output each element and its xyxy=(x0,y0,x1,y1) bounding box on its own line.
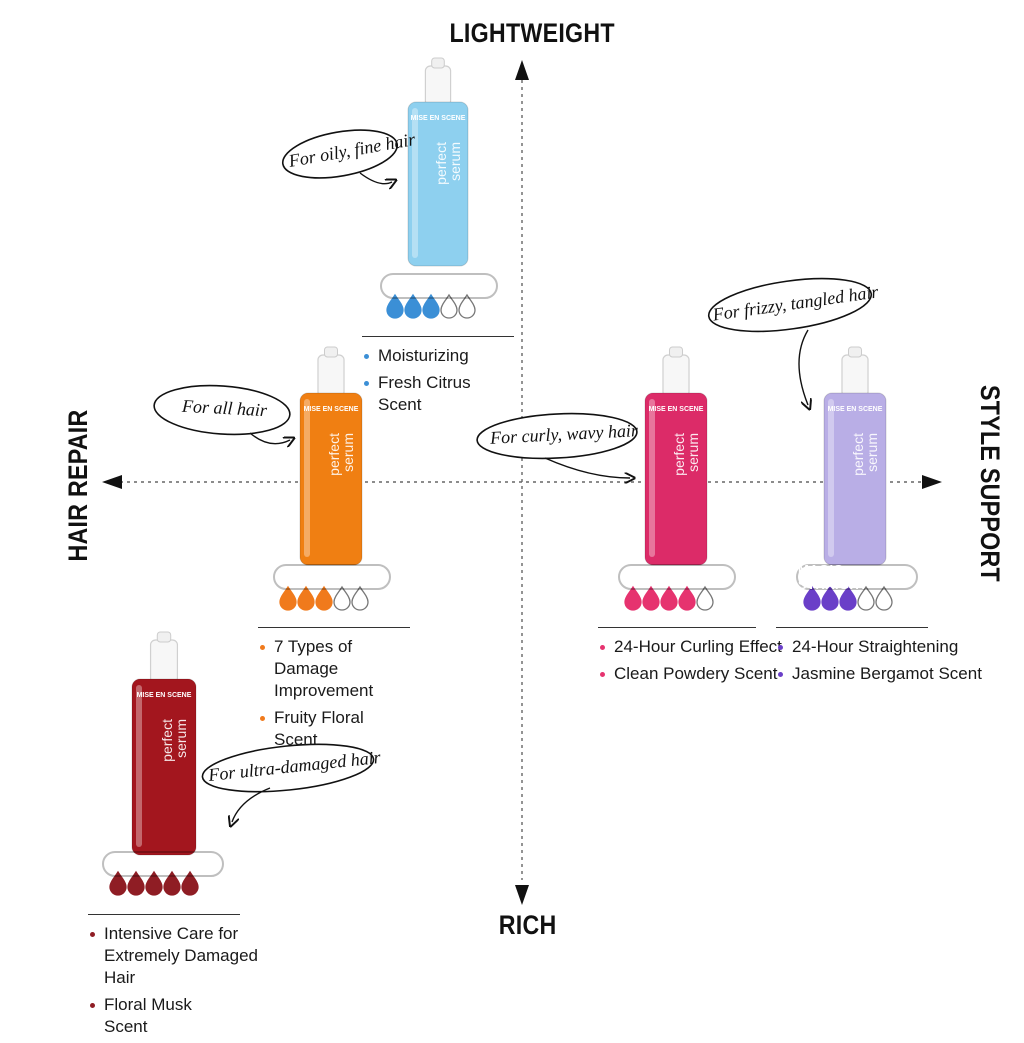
drop-filled-icon xyxy=(821,585,839,611)
feature-item: 24-Hour Straightening xyxy=(776,636,958,658)
bottle-brand-text: MISE EN SCENE xyxy=(304,406,359,413)
bottle-product-text: perfect xyxy=(850,433,866,476)
axis-label-top: LIGHTWEIGHT xyxy=(449,18,615,48)
bottle-brand-text: MISE EN SCENE xyxy=(411,115,466,122)
axis-arrow-left-icon xyxy=(102,475,122,489)
drop-empty-icon xyxy=(440,293,458,319)
drop-empty-icon xyxy=(333,585,351,611)
drop-empty-icon xyxy=(696,585,714,611)
drop-filled-icon xyxy=(642,585,660,611)
drop-filled-icon xyxy=(181,870,199,896)
badge-magic-straight: MAGIC STRAIGHT xyxy=(796,562,918,592)
axis-label-bottom: RICH xyxy=(498,910,557,940)
feature-item: Moisturizing xyxy=(362,345,514,367)
richness-rating-hydrating xyxy=(386,293,476,319)
feature-item: 24-Hour Curling Effect xyxy=(598,636,782,658)
drop-filled-icon xyxy=(839,585,857,611)
drop-filled-icon xyxy=(279,585,297,611)
drop-filled-icon xyxy=(404,293,422,319)
note-bubble-magic-straight xyxy=(707,277,873,405)
drop-filled-icon xyxy=(163,870,181,896)
feature-list-styling: 24-Hour Curling Effect Clean Powdery Sce… xyxy=(598,627,782,690)
richness-rating-super-rich xyxy=(109,870,199,896)
note-bubble-super-rich xyxy=(201,743,375,822)
feature-list-super-rich: Intensive Care for Extremely Damaged Hai… xyxy=(88,914,258,1043)
axis-arrow-up-icon xyxy=(515,60,529,80)
bottle-product-text: perfect xyxy=(671,433,687,476)
richness-rating-styling xyxy=(624,585,714,611)
richness-rating-original xyxy=(279,585,369,611)
drop-filled-icon xyxy=(109,870,127,896)
feature-list-original: 7 Types of Damage Improvement Fruity Flo… xyxy=(258,627,410,756)
bottle-product-text: perfect xyxy=(433,142,449,185)
bottle-brand-text: MISE EN SCENE xyxy=(649,406,704,413)
drop-filled-icon xyxy=(145,870,163,896)
feature-item: Floral Musk Scent xyxy=(88,994,240,1038)
drop-filled-icon xyxy=(386,293,404,319)
note-bubble-hydrating xyxy=(281,129,401,185)
feature-item: 7 Types of Damage Improvement xyxy=(258,636,419,702)
richness-rating-magic-straight xyxy=(803,585,893,611)
bottle-brand-text: MISE EN SCENE xyxy=(137,692,192,699)
bottle-product-text: perfect xyxy=(326,433,342,476)
feature-item: Fruity Floral Scent xyxy=(258,707,410,751)
axis-arrow-right-icon xyxy=(922,475,942,489)
bottle-product-text: serum xyxy=(173,719,189,758)
drop-empty-icon xyxy=(875,585,893,611)
feature-list-magic-straight: 24-Hour Straightening Jasmine Bergamot S… xyxy=(776,627,982,690)
drop-filled-icon xyxy=(678,585,696,611)
drop-filled-icon xyxy=(297,585,315,611)
feature-list-hydrating: Moisturizing Fresh Citrus Scent xyxy=(362,336,514,421)
bottle-brand-text: MISE EN SCENE xyxy=(828,406,883,413)
drop-filled-icon xyxy=(660,585,678,611)
drop-empty-icon xyxy=(458,293,476,319)
bottle-product-text: serum xyxy=(685,433,701,472)
feature-item: Clean Powdery Scent xyxy=(598,663,777,685)
feature-item: Intensive Care for Extremely Damaged Hai… xyxy=(88,923,284,989)
note-bubble-original xyxy=(153,384,291,443)
badge-hydrating: HYDRATING xyxy=(380,273,498,299)
axis-label-right: STYLE SUPPORT xyxy=(974,385,1005,582)
badge-original: ORIGINAL xyxy=(273,564,391,590)
axis-arrow-down-icon xyxy=(515,885,529,905)
drop-filled-icon xyxy=(624,585,642,611)
drop-filled-icon xyxy=(803,585,821,611)
drop-filled-icon xyxy=(127,870,145,896)
axis-label-left: HAIR REPAIR xyxy=(62,409,93,562)
drop-filled-icon xyxy=(422,293,440,319)
badge-super-rich: SUPER RICH xyxy=(102,851,224,877)
feature-item: Jasmine Bergamot Scent xyxy=(776,663,982,685)
note-original: For all hair xyxy=(181,395,268,421)
bottle-product-text: serum xyxy=(447,142,463,181)
drop-empty-icon xyxy=(857,585,875,611)
bottle-product-text: serum xyxy=(864,433,880,472)
bottle-product-text: perfect xyxy=(159,719,175,762)
note-bubble-styling xyxy=(476,412,638,478)
drop-empty-icon xyxy=(351,585,369,611)
feature-item: Fresh Citrus Scent xyxy=(362,372,514,416)
bottle-product-text: serum xyxy=(340,433,356,472)
badge-styling: STYLING xyxy=(618,564,736,590)
drop-filled-icon xyxy=(315,585,333,611)
